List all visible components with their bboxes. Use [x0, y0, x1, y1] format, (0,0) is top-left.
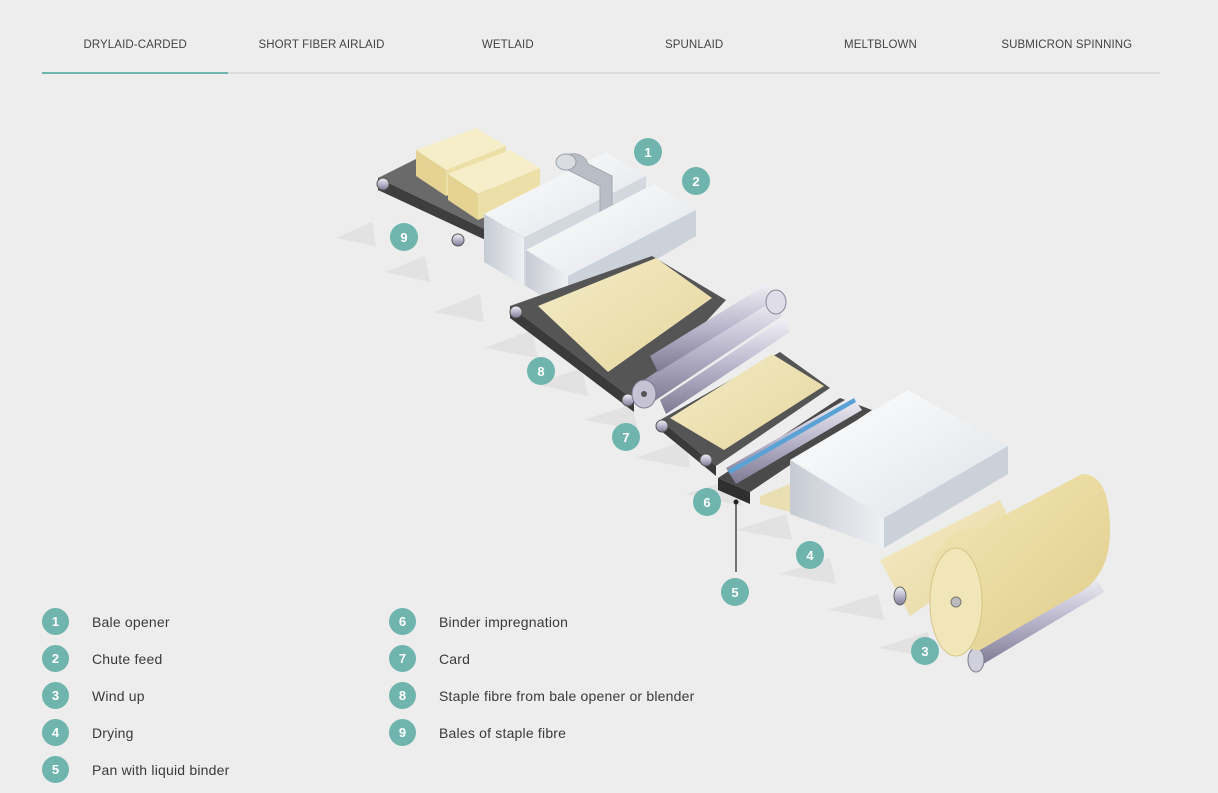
callout-8-label: 8 [537, 364, 544, 379]
callout-4[interactable]: 4 [796, 541, 824, 569]
callout-8[interactable]: 8 [527, 357, 555, 385]
tab-short-fiber-airlaid[interactable]: SHORT FIBER AIRLAID [258, 39, 385, 51]
tab-drylaid-carded[interactable]: DRYLAID-CARDED [42, 28, 229, 74]
legend-left: 1 Bale opener 2 Chute feed 3 Wind up 4 D… [42, 603, 229, 788]
tab-submicron-spinning[interactable]: SUBMICRON SPINNING [1001, 39, 1133, 51]
tab-meltblown[interactable]: MELTBLOWN [844, 39, 917, 51]
legend-number: 1 [42, 608, 69, 635]
callout-9-label: 9 [400, 230, 407, 245]
legend-item: 3 Wind up [42, 677, 229, 714]
callout-2-label: 2 [692, 174, 699, 189]
legend-number: 8 [389, 682, 416, 709]
callout-9[interactable]: 9 [390, 223, 418, 251]
legend-label: Bales of staple fibre [439, 724, 567, 741]
callout-1[interactable]: 1 [634, 138, 662, 166]
legend-number: 4 [42, 719, 69, 746]
legend-right: 6 Binder impregnation 7 Card 8 Staple fi… [389, 603, 694, 751]
callout-3-label: 3 [921, 644, 928, 659]
legend-number: 7 [389, 645, 416, 672]
legend-item: 5 Pan with liquid binder [42, 751, 229, 788]
callout-5-label: 5 [731, 585, 738, 600]
legend-number: 5 [42, 756, 69, 783]
callout-5[interactable]: 5 [721, 578, 749, 606]
legend-item: 2 Chute feed [42, 640, 229, 677]
callout-7[interactable]: 7 [612, 423, 640, 451]
card-rollers [631, 282, 790, 414]
drying-machine [760, 390, 1008, 548]
legend-item: 1 Bale opener [42, 603, 229, 640]
legend-number: 9 [389, 719, 416, 746]
legend-number: 3 [42, 682, 69, 709]
callout-4-label: 4 [806, 548, 814, 563]
callout-1-label: 1 [644, 145, 651, 160]
legend-label: Bale opener [92, 613, 170, 630]
legend-label: Wind up [92, 687, 145, 704]
legend-label: Drying [92, 724, 134, 741]
tab-spunlaid[interactable]: SPUNLAID [664, 39, 724, 51]
callout-3[interactable]: 3 [911, 637, 939, 665]
tab-wetlaid[interactable]: WETLAID [481, 39, 534, 51]
callout-5-dot [733, 499, 739, 505]
legend-item: 6 Binder impregnation [389, 603, 694, 640]
legend-number: 2 [42, 645, 69, 672]
callout-6-label: 6 [703, 495, 710, 510]
callout-7-label: 7 [622, 430, 629, 445]
callout-6[interactable]: 6 [693, 488, 721, 516]
legend-item: 8 Staple fibre from bale opener or blend… [389, 677, 694, 714]
fibre-bales [416, 128, 540, 220]
legend-label: Pan with liquid binder [92, 761, 230, 778]
process-tabs: DRYLAID-CARDED SHORT FIBER AIRLAID WETLA… [42, 28, 1160, 74]
legend-label: Staple fibre from bale opener or blender [439, 687, 695, 704]
legend-item: 9 Bales of staple fibre [389, 714, 694, 751]
legend-item: 4 Drying [42, 714, 229, 751]
legend-label: Card [439, 650, 471, 667]
callout-2[interactable]: 2 [682, 167, 710, 195]
card-conveyor [509, 256, 726, 412]
legend-label: Chute feed [92, 650, 163, 667]
legend-label: Binder impregnation [439, 613, 569, 630]
binder-impregnation [718, 396, 872, 504]
wind-up-roll [929, 474, 1110, 673]
web-conveyor [655, 352, 830, 476]
legend-item: 7 Card [389, 640, 694, 677]
legend-number: 6 [389, 608, 416, 635]
